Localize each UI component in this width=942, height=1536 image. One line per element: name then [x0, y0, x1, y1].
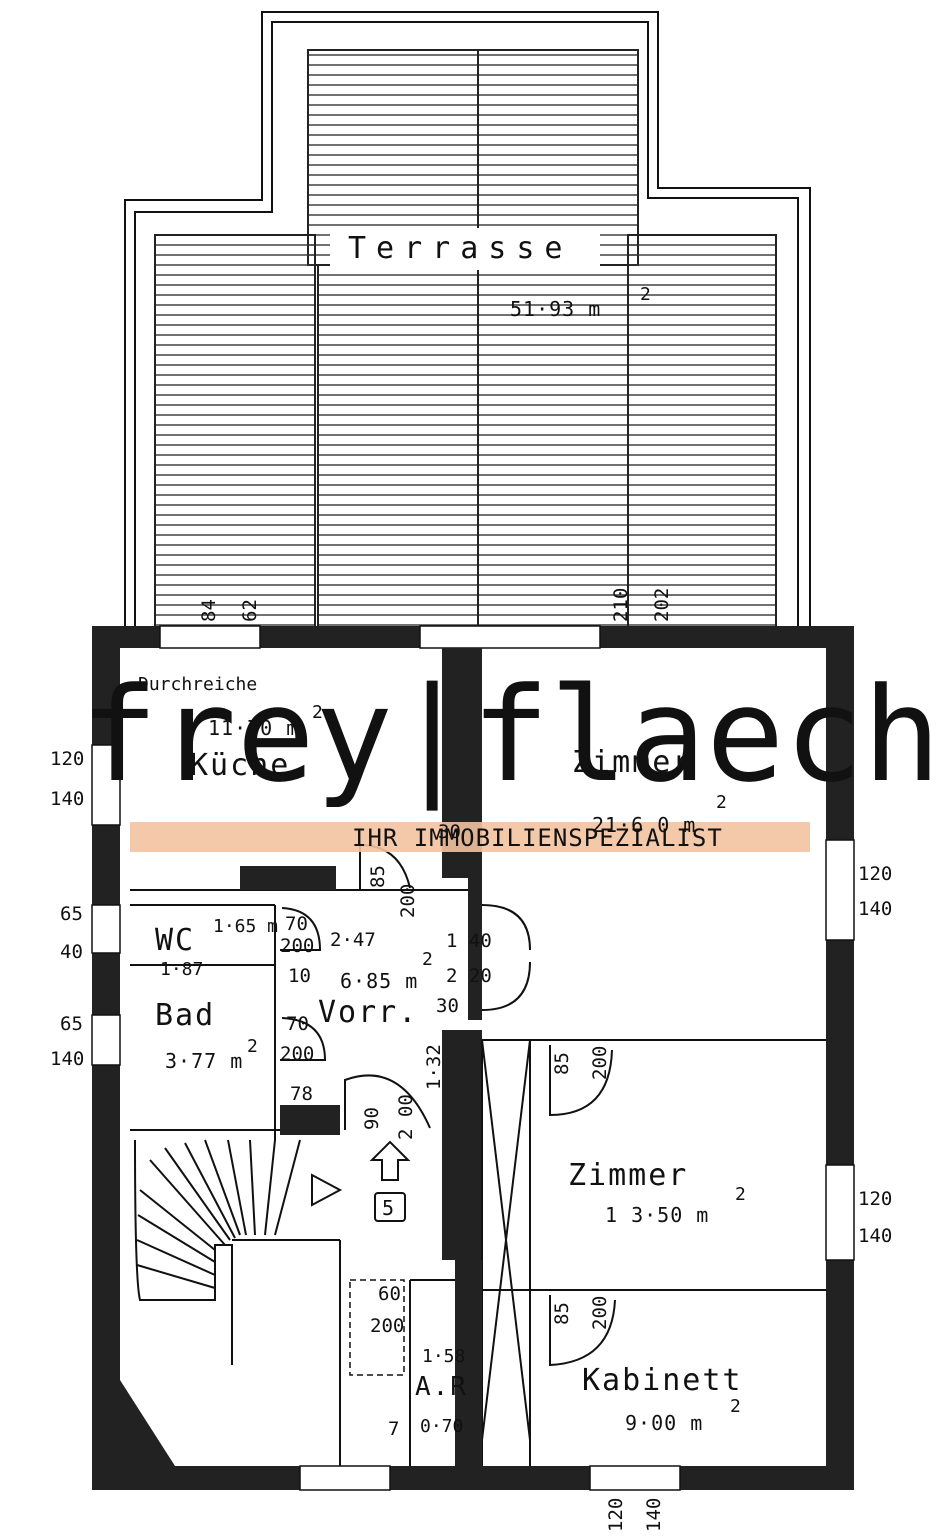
room2-area-unit: 2	[735, 1184, 746, 1205]
dim-200g: 200	[370, 1315, 404, 1337]
dim-200e: 200	[589, 1046, 611, 1080]
dim-140: 1 40	[446, 930, 492, 952]
dim-60: 60	[378, 1283, 401, 1305]
watermark-brand: frey|flaeche	[80, 659, 942, 811]
dim-84: 84	[198, 599, 220, 622]
terrace-name: Terrasse	[348, 231, 573, 266]
watermark-banner	[130, 822, 810, 852]
room2-area: 1 3·50 m	[605, 1203, 709, 1227]
dim-85c: 85	[551, 1302, 573, 1325]
room1-area-unit: 2	[716, 792, 727, 813]
hall-area-unit: 2	[422, 949, 433, 970]
dim-200c: 200	[280, 1043, 314, 1065]
dim-247: 2·47	[330, 929, 376, 951]
wc-area: 1·65 m	[213, 916, 278, 937]
wc-name: WC	[155, 923, 195, 958]
dim-left-65a: 65	[60, 903, 83, 925]
dim-85a: 85	[367, 865, 389, 888]
dim-left-40: 40	[60, 941, 83, 963]
terrace-area: 51·93 m	[510, 297, 601, 321]
dim-right-120a: 120	[858, 863, 892, 885]
dim-bottom-140: 140	[643, 1498, 665, 1532]
dim-left-65b: 65	[60, 1013, 83, 1035]
dim-7: 7	[388, 1418, 399, 1440]
kitchen-name: Küche	[190, 748, 290, 783]
dim-187: 1·87	[160, 959, 203, 980]
watermark: frey|flaeche IHR IMMOBILIENSPEZIALIST	[80, 659, 942, 852]
hall-area: 6·85 m	[340, 969, 418, 993]
dim-left-140b: 140	[50, 1048, 84, 1070]
dim-10: 10	[288, 965, 311, 987]
bath-area: 3·77 m	[165, 1049, 243, 1073]
dim-200f: 200	[589, 1296, 611, 1330]
dim-left-120a: 120	[50, 748, 84, 770]
bath-name: Bad	[155, 998, 215, 1033]
storage-name: A.R	[415, 1372, 468, 1402]
hall-name: Vorr.	[318, 995, 418, 1030]
dim-85b: 85	[551, 1052, 573, 1075]
dim-right-140b: 140	[858, 1225, 892, 1247]
dim-90: 90	[361, 1107, 383, 1130]
dim-left-140a: 140	[50, 788, 84, 810]
dim-right-120b: 120	[858, 1188, 892, 1210]
kitchen-area-unit: 2	[312, 702, 323, 723]
watermark-tagline: IHR IMMOBILIENSPEZIALIST	[352, 824, 723, 852]
terrace-area-unit: 2	[640, 284, 651, 305]
dimension-labels: 84 62 210 202 120 140 65 40 65 140 120 1…	[50, 588, 892, 1532]
dim-30a: 30	[438, 821, 461, 843]
cabinet-name: Kabinett	[582, 1363, 743, 1398]
bath-area-unit: 2	[247, 1036, 258, 1057]
storage-area-top: 1·58	[422, 1346, 465, 1367]
cabinet-area: 9·00 m	[625, 1411, 703, 1435]
dim-200a: 200	[397, 884, 419, 918]
dim-right-140a: 140	[858, 898, 892, 920]
room2-name: Zimmer	[568, 1158, 688, 1193]
terrace-outline	[124, 11, 811, 628]
room1-area: 21·6 0 m	[592, 813, 696, 837]
outer-walls	[91, 625, 855, 1491]
dim-220: 2 20	[446, 965, 492, 987]
dim-30b: 30	[436, 995, 459, 1017]
dim-70a: 70	[285, 913, 308, 935]
dim-202: 202	[651, 588, 673, 622]
storage-area-bottom: 0·70	[420, 1416, 463, 1437]
cabinet-area-unit: 2	[730, 1396, 741, 1417]
stair-marker: 5	[382, 1196, 395, 1220]
kitchen-note: Durchreiche	[138, 674, 257, 695]
dim-78: 78	[290, 1083, 313, 1105]
dim-62: 62	[239, 599, 261, 622]
dim-200b: 200	[280, 935, 314, 957]
terrace-decking	[154, 49, 777, 629]
room-labels: Terrasse 51·93 m 2 Durchreiche 11·70 m 2…	[138, 231, 746, 1437]
room1-name: Zimmer	[572, 745, 692, 780]
kitchen-area: 11·70 m	[208, 716, 299, 740]
dim-bottom-120: 120	[605, 1498, 627, 1532]
staircase	[134, 1139, 411, 1466]
dim-70b: 70	[286, 1013, 309, 1035]
dim-132: 1·32	[423, 1044, 445, 1090]
dim-210: 210	[610, 588, 632, 622]
dim-200d: 2 00	[395, 1094, 417, 1140]
